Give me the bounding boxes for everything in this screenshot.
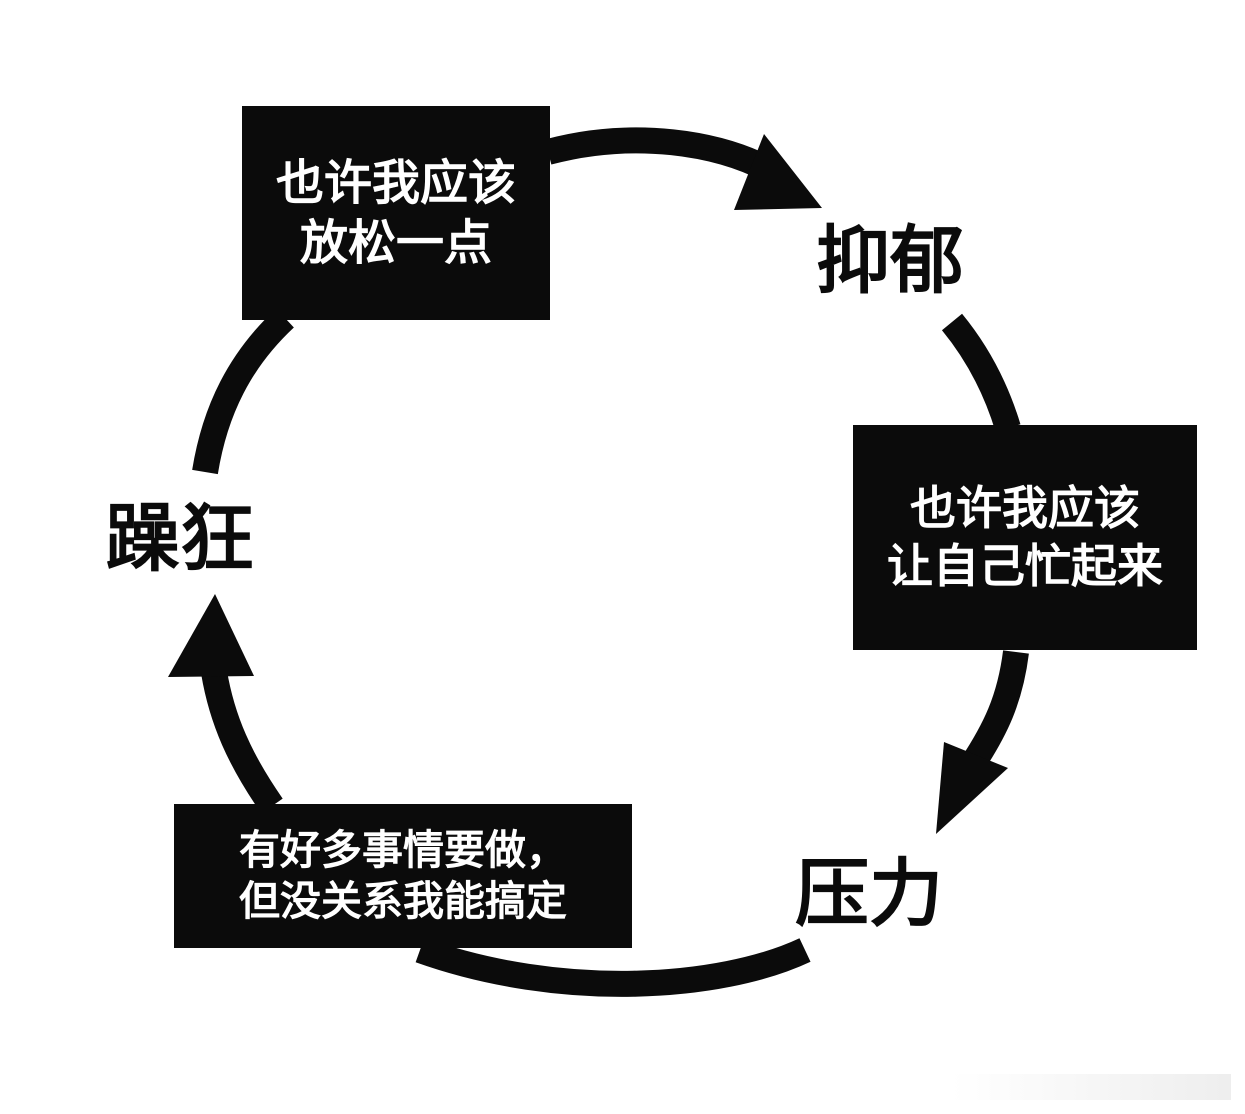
watermark bbox=[951, 1074, 1231, 1100]
state-stress-label: 压力 bbox=[795, 851, 943, 937]
thought-box-busy: 也许我应该 让自己忙起来 bbox=[853, 425, 1197, 650]
arrow-relax-to-depression bbox=[544, 127, 787, 188]
thought-box-tasks: 有好多事情要做， 但没关系我能搞定 bbox=[174, 804, 632, 948]
thought-tasks-line-1: 有好多事情要做， bbox=[239, 825, 567, 874]
state-mania-label: 躁狂 bbox=[106, 496, 254, 582]
state-depression-label: 抑郁 bbox=[816, 218, 964, 304]
arrowhead-stress-icon bbox=[936, 742, 1008, 834]
arrow-stress-to-tasks bbox=[415, 937, 811, 997]
arrow-mania-to-relax bbox=[192, 308, 294, 475]
arrowhead-depression-icon bbox=[734, 134, 822, 210]
thought-relax-line-2: 放松一点 bbox=[299, 215, 492, 271]
thought-box-relax: 也许我应该 放松一点 bbox=[242, 106, 550, 320]
thought-busy-line-2: 让自己忙起来 bbox=[887, 538, 1163, 593]
arrowhead-mania-icon bbox=[168, 594, 254, 677]
arrow-tasks-to-mania bbox=[201, 669, 283, 814]
thought-relax-line-1: 也许我应该 bbox=[275, 155, 516, 211]
thought-busy-line-1: 也许我应该 bbox=[910, 481, 1140, 535]
thought-tasks-line-2: 但没关系我能搞定 bbox=[239, 877, 567, 925]
arrow-depression-to-busy bbox=[941, 313, 1021, 432]
arrow-busy-to-stress bbox=[961, 650, 1029, 773]
